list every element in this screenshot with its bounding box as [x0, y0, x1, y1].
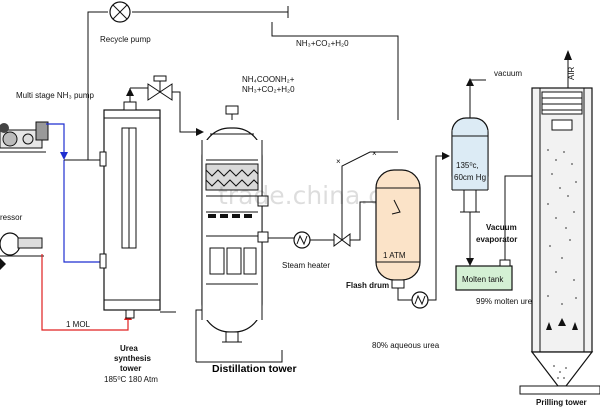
- valve-icon: [147, 75, 173, 101]
- urea-pump-icon: [411, 291, 429, 309]
- vac-pressure-label: 60cm Hg: [454, 173, 486, 182]
- prill-particles: [547, 149, 577, 379]
- urea-tower-label-2: synthesis: [114, 354, 151, 363]
- valve-x-mark-2: ×: [372, 149, 377, 158]
- prilling-tower-label: Prilling tower: [536, 398, 587, 407]
- distillation-tower: [201, 105, 269, 343]
- recycle-pump-label: Recycle pump: [100, 35, 151, 44]
- flash-pressure-label: 1 ATM: [383, 251, 406, 260]
- vacuum-evaporator-label-2: evaporator: [476, 235, 517, 244]
- valve-x-mark: ×: [336, 157, 341, 166]
- aqueous-urea-label: 80% aqueous urea: [372, 341, 440, 350]
- flash-drum: [375, 169, 421, 289]
- recycle-loop: [87, 1, 289, 108]
- carbamate-label-1: NH₄COONH₂+: [242, 75, 295, 84]
- urea-tower-label-3: tower: [120, 364, 141, 373]
- prilling-tower: [519, 87, 600, 395]
- flash-drum-label: Flash drum: [346, 281, 389, 290]
- watermark: trade.china.cn: [218, 181, 398, 210]
- vac-temp-label: 135⁰c,: [456, 161, 479, 170]
- synthesis-conditions-label: 185⁰C 180 Atm: [104, 375, 158, 384]
- steam-heater-icon: [293, 231, 311, 249]
- molten-tank-label: Molten tank: [462, 275, 504, 284]
- compressor-label: ressor: [0, 213, 23, 222]
- urea-synthesis-tower: [99, 88, 161, 319]
- air-label: AIR: [567, 66, 576, 80]
- compressor-icon: [0, 232, 44, 270]
- urea-tower-label-1: Urea: [120, 344, 138, 353]
- molten-tank: [455, 259, 513, 291]
- vacuum-evaporator-label-1: Vacuum: [486, 223, 517, 232]
- stream-top-label: NH₃+CO₂+H₂0: [296, 39, 349, 48]
- multi-stage-pump-label: Multi stage NH₃ pump: [16, 91, 95, 100]
- nh3-pump-icon: [0, 121, 49, 153]
- vacuum-label: vacuum: [494, 69, 522, 78]
- carbamate-label-2: NH₃+CO₂+H₂0: [242, 85, 295, 94]
- one-mol-label: 1 MOL: [66, 320, 91, 329]
- recycle-pump-icon: [109, 1, 131, 23]
- distillation-tower-label: Distillation tower: [212, 363, 297, 375]
- vacuum-evaporator: [451, 117, 489, 213]
- steam-heater-label: Steam heater: [282, 261, 330, 270]
- control-valve-icon: [333, 228, 351, 247]
- molten-urea-label: 99% molten urea: [476, 297, 537, 306]
